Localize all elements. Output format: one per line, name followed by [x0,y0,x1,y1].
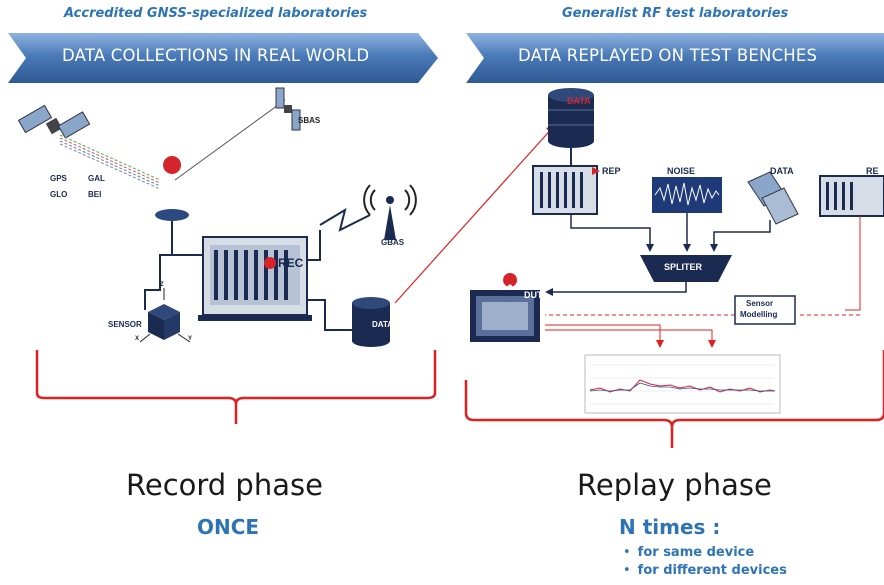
gbas-label: GBAS [381,238,405,247]
replay-frequency: N times : [619,515,721,539]
dut-device [470,290,540,342]
bei-label: BEI [88,190,102,199]
left-banner-arrow [8,33,438,83]
rec-label: REC [278,256,304,270]
database-icon-left [352,297,390,347]
location-pin-icon-left [163,156,182,200]
sbas-label: SBAS [298,116,321,125]
bullet-item: •for different devices [623,563,787,578]
rack-icon-rep [532,165,598,215]
noise-label: NOISE [667,166,696,176]
left-lab-title: Accredited GNSS-specialized laboratories [64,6,368,21]
rep-label: REP [602,166,621,176]
glo-label: GLO [50,190,68,199]
result-chart-thumbnail [584,354,781,414]
banner-shapes [8,33,884,83]
satellite-icon-sbas [275,87,301,131]
rec-indicator-icon [264,257,276,269]
left-banner-text: DATA COLLECTIONS IN REAL WORLD [62,46,370,65]
axis-z-label: Z [160,282,164,288]
right-lab-title: Generalist RF test laboratories [562,6,789,21]
location-pin-icon-right [503,273,518,300]
dut-label: DUT [524,290,543,300]
database-icon-right [548,88,594,148]
play-icon [592,167,600,175]
re-label: RE [866,166,879,176]
data-label-right-sat: DATA [770,166,794,176]
gps-label: GPS [50,174,67,183]
sensor-cube-icon [139,288,191,343]
sensor-label: SENSOR [108,320,142,329]
rack-icon-rec [198,236,312,321]
sensor-modelling-label-2: Modelling [740,310,778,319]
spliter-label: SPLITER [664,262,703,272]
satellite-icon-gnss [17,104,91,139]
bullet-item: •for same device [623,545,755,560]
axis-y-label: Y [188,336,193,342]
satellite-icon-right [747,171,799,225]
right-banner-arrow [466,33,884,83]
rack-icon-re [819,175,884,217]
gal-label: GAL [88,174,105,183]
splitter-shape [640,255,732,282]
right-banner-text: DATA REPLAYED ON TEST BENCHES [518,46,818,65]
axis-x-label: X [135,336,140,342]
data-label-left: DATA [372,320,394,329]
sensor-modelling-box [734,295,796,325]
replay-phase-title: Replay phase [577,468,772,502]
data-label-right-top: DATA [567,96,591,106]
record-phase-title: Record phase [126,468,323,502]
record-frequency: ONCE [197,515,260,539]
noise-icon [652,177,722,213]
sensor-modelling-label-1: Sensor [746,299,774,308]
left-brace [35,350,437,424]
antenna-icon-gbas [363,184,417,240]
